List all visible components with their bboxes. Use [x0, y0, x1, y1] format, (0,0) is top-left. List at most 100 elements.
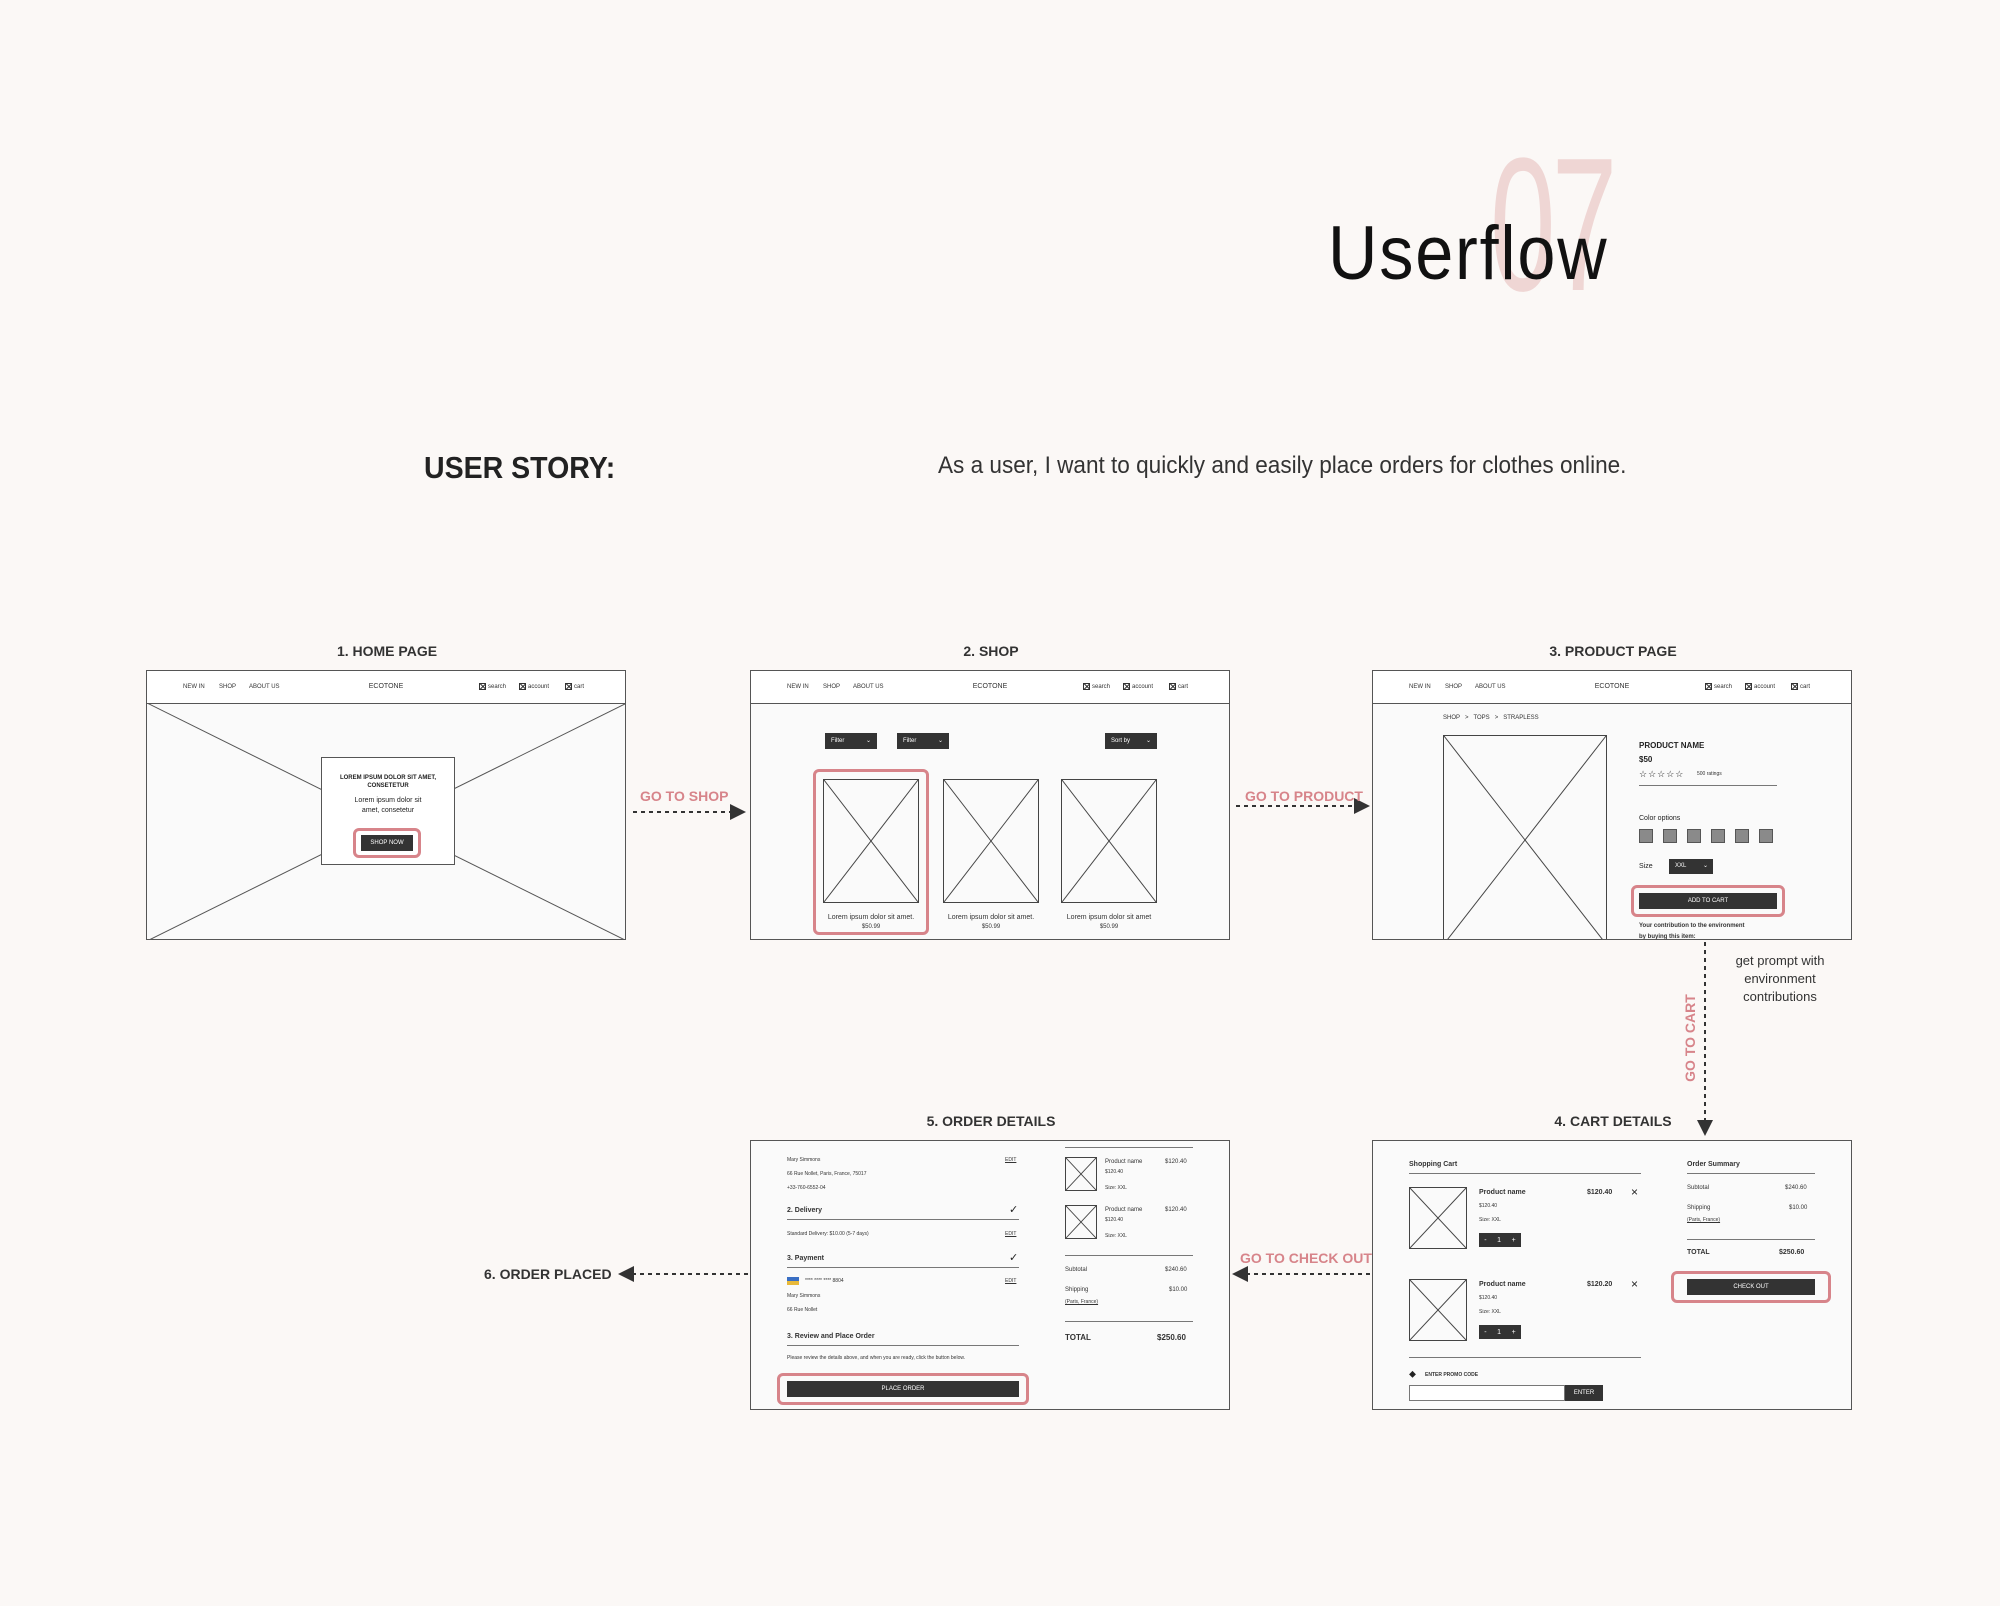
chevron-down-icon: ⌄ — [865, 738, 871, 744]
minus-icon[interactable]: - — [1484, 1236, 1487, 1244]
promo-code-input[interactable] — [1409, 1385, 1565, 1401]
nav-about[interactable]: ABOUT US — [249, 684, 280, 690]
total-label: TOTAL — [1687, 1249, 1710, 1256]
nav-shop[interactable]: SHOP — [1445, 684, 1463, 690]
product-price-1: $50.99 — [861, 924, 881, 930]
shipping-label: Shipping — [1065, 1287, 1089, 1293]
cart-link[interactable]: cart — [565, 683, 584, 690]
cart-item-total-2: $120.20 — [1587, 1281, 1613, 1288]
color-swatch-2[interactable] — [1663, 829, 1677, 843]
divider — [1409, 1173, 1641, 1174]
minus-icon[interactable]: - — [1484, 1328, 1487, 1336]
cart-icon — [565, 683, 572, 690]
product-image-3[interactable] — [1061, 779, 1157, 903]
color-swatch-6[interactable] — [1759, 829, 1773, 843]
search-link[interactable]: search — [1083, 683, 1110, 690]
cart-item-image-1 — [1409, 1187, 1467, 1249]
cart-link[interactable]: cart — [1791, 683, 1810, 690]
nav-bar: NEW IN SHOP ABOUT US ECOTONE search acco… — [751, 671, 1229, 704]
nav-shop[interactable]: SHOP — [219, 684, 237, 690]
ratings-count: 500 ratings — [1697, 771, 1722, 777]
shop-now-button[interactable]: SHOP NOW — [361, 835, 413, 851]
account-link[interactable]: account — [1745, 683, 1775, 690]
check-icon: ✓ — [1009, 1204, 1019, 1216]
plus-icon[interactable]: + — [1511, 1236, 1516, 1244]
chevron-down-icon: ⌄ — [937, 738, 943, 744]
nav-about[interactable]: ABOUT US — [853, 684, 884, 690]
nav-about[interactable]: ABOUT US — [1475, 684, 1506, 690]
subtotal-label: Subtotal — [1065, 1267, 1088, 1273]
order-item-name-2: Product name — [1105, 1207, 1143, 1213]
product-title: 3. PRODUCT PAGE — [1549, 643, 1677, 659]
edit-address-link[interactable]: EDIT — [1005, 1157, 1017, 1163]
cart-item-name-2: Product name — [1479, 1281, 1526, 1288]
user-story-text: As a user, I want to quickly and easily … — [938, 452, 1627, 479]
cart-link[interactable]: cart — [1169, 683, 1188, 690]
edit-delivery-link[interactable]: EDIT — [1005, 1231, 1017, 1237]
breadcrumb-tops[interactable]: TOPS — [1473, 715, 1490, 721]
payment-title: 3. Payment — [787, 1255, 824, 1262]
nav-new-in[interactable]: NEW IN — [787, 684, 809, 690]
contribution-text: Your contribution to the environment — [1639, 923, 1745, 929]
breadcrumb-shop[interactable]: SHOP — [1443, 715, 1461, 721]
product-name: PRODUCT NAME — [1639, 741, 1705, 750]
filter-dropdown-2[interactable]: Filter⌄ — [897, 733, 949, 749]
product-image-2[interactable] — [943, 779, 1039, 903]
account-link[interactable]: account — [1123, 683, 1153, 690]
plus-icon[interactable]: + — [1511, 1328, 1516, 1336]
quantity-stepper[interactable]: -1+ — [1479, 1233, 1521, 1247]
edit-payment-link[interactable]: EDIT — [1005, 1278, 1017, 1284]
close-icon[interactable]: × — [1631, 1185, 1639, 1199]
place-order-button[interactable]: PLACE ORDER — [787, 1381, 1019, 1397]
add-to-cart-button[interactable]: ADD TO CART — [1639, 893, 1777, 909]
shipping-value: $10.00 — [1169, 1287, 1188, 1293]
search-link[interactable]: search — [479, 683, 506, 690]
search-icon — [479, 683, 486, 690]
color-swatch-5[interactable] — [1735, 829, 1749, 843]
hero-card: LOREM IPSUM DOLOR SIT AMET, CONSETETUR L… — [321, 757, 455, 865]
account-icon — [1123, 683, 1130, 690]
close-icon[interactable]: × — [1631, 1277, 1639, 1291]
shipping-location-link[interactable]: (Paris, France) — [1687, 1217, 1721, 1223]
cart-item-image-2 — [1409, 1279, 1467, 1341]
color-swatch-4[interactable] — [1711, 829, 1725, 843]
nav-new-in[interactable]: NEW IN — [1409, 684, 1431, 690]
star-rating-icon[interactable]: ☆☆☆☆☆ — [1639, 769, 1685, 779]
order-item-size-2: Size: XXL — [1105, 1233, 1127, 1239]
cart-item-name-1: Product name — [1479, 1189, 1526, 1196]
check-out-button[interactable]: CHECK OUT — [1687, 1279, 1815, 1295]
account-link[interactable]: account — [519, 683, 549, 690]
color-swatch-3[interactable] — [1687, 829, 1701, 843]
order-item-total-1: $120.40 — [1165, 1159, 1187, 1165]
cart-item-unit-1: $120.40 — [1479, 1203, 1498, 1209]
shipping-location-link[interactable]: (Paris, France) — [1065, 1299, 1099, 1305]
divider — [1639, 785, 1777, 786]
credit-card-icon — [787, 1277, 799, 1285]
subtotal-label: Subtotal — [1687, 1185, 1710, 1191]
customer-address: 66 Rue Nollet, Paris, France, 75017 — [787, 1171, 867, 1177]
nav-shop[interactable]: SHOP — [823, 684, 841, 690]
shop-title: 2. SHOP — [963, 643, 1019, 659]
flow-go-product: GO TO PRODUCT — [1245, 788, 1363, 804]
account-icon — [1745, 683, 1752, 690]
search-icon — [1705, 683, 1712, 690]
customer-phone: +33-760-6552-04 — [787, 1185, 826, 1191]
filter-dropdown-1[interactable]: Filter⌄ — [825, 733, 877, 749]
breadcrumb: SHOP > TOPS > STRAPLESS — [1443, 715, 1539, 721]
breadcrumb-strapless[interactable]: STRAPLESS — [1503, 715, 1539, 721]
color-options-label: Color options — [1639, 815, 1681, 822]
highlight-add-to-cart — [1631, 885, 1785, 917]
logo: ECOTONE — [368, 683, 404, 690]
promo-enter-button[interactable]: ENTER — [1565, 1385, 1603, 1401]
page-title: Userflow — [1328, 211, 1609, 296]
cart-icon — [1791, 683, 1798, 690]
quantity-stepper[interactable]: -1+ — [1479, 1325, 1521, 1339]
nav-new-in[interactable]: NEW IN — [183, 684, 205, 690]
product-image-1[interactable] — [823, 779, 919, 903]
size-dropdown[interactable]: XXL⌄ — [1669, 859, 1713, 874]
sort-dropdown[interactable]: Sort by⌄ — [1105, 733, 1157, 749]
color-swatch-1[interactable] — [1639, 829, 1653, 843]
search-link[interactable]: search — [1705, 683, 1732, 690]
account-icon — [519, 683, 526, 690]
logo: ECOTONE — [972, 683, 1008, 690]
